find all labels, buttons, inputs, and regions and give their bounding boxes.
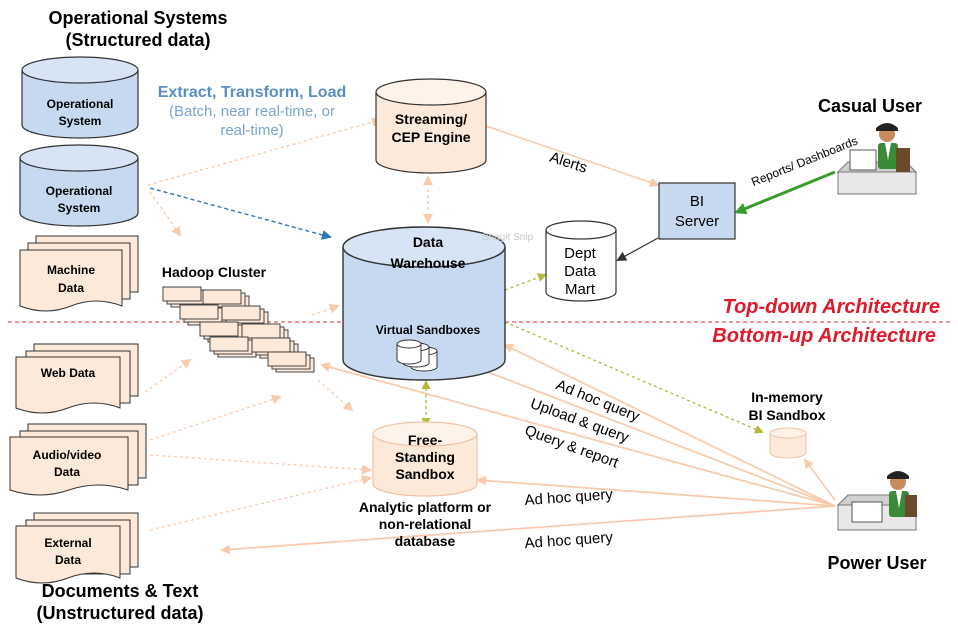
hadoop-node [221,305,269,327]
warehouse-title-line2: Warehouse [391,255,466,271]
etl-arrow-to-warehouse [149,187,332,240]
power-user-figure [836,471,918,531]
operational-system-1: Operational System [21,56,139,139]
unstructured-heading-line2: (Unstructured data) [36,603,203,623]
op1-label-line1: Operational [47,97,114,111]
adhoc-query-arrow-1 [434,350,836,507]
bi-server-line2: Server [675,213,719,230]
in-memory-sandbox-cylinder [769,427,807,459]
unstructured-heading-line1: Documents & Text [42,581,199,601]
virtual-sandboxes-label: Virtual Sandboxes [376,323,481,337]
etl-subtitle-line2: real-time) [220,122,283,139]
data-warehouse: Data Warehouse Virtual Sandboxes [342,226,506,381]
hadoop-cluster-label: Hadoop Cluster [162,264,267,280]
dept-mart-line2: Data [564,263,596,280]
free-sandbox-caption-line3: database [395,533,456,549]
upload-query-arrow [320,362,836,507]
warehouse-to-mart-arrow [504,273,547,291]
dept-mart-line1: Dept [564,245,597,262]
structured-heading-line2: (Structured data) [65,30,210,50]
arrows [144,117,836,555]
top-down-architecture-label: Top-down Architecture [723,296,940,318]
dept-data-mart: Dept Data Mart [545,220,617,302]
web-data-label: Web Data [41,366,96,380]
machine-data-stack: Machine Data [19,235,139,312]
op1-label-line2: System [59,114,102,128]
etl-arrow-to-streaming [147,117,382,186]
external-data-line1: External [44,536,91,550]
structured-heading-line1: Operational Systems [48,8,227,28]
free-sandbox-line3: Sandbox [395,466,454,482]
etl-subtitle-line1: (Batch, near real-time, or [169,103,335,120]
adhoc-query-label-2: Ad hoc query [524,486,614,509]
casual-user-figure [836,123,918,195]
watermark: Snagit Snip [482,232,534,243]
machine-data-line1: Machine [47,263,95,277]
machine-data-line2: Data [58,281,84,295]
bi-server-line1: BI [690,193,704,210]
query-report-arrow [503,344,836,507]
alerts-label: Alerts [548,149,590,177]
adhoc-query-label-3: Ad hoc query [524,529,614,552]
power-user-label: Power User [827,553,926,573]
adhoc-query-arrow-3 [220,505,836,555]
warehouse-title-line1: Data [413,234,444,250]
streaming-label-line2: CEP Engine [391,129,470,145]
web-data-stack: Web Data [15,343,139,414]
in-memory-line1: In-memory [751,389,823,405]
etl-arrow-to-hadoop [149,191,182,237]
external-data-stack: External Data [15,512,139,584]
op2-label-line1: Operational [46,184,113,198]
adhoc-query-arrow-2 [476,475,836,507]
in-memory-line2: BI Sandbox [748,407,825,423]
op2-label-line2: System [58,201,101,215]
reports-dashboards-arrow [734,170,836,215]
free-sandbox-line2: Standing [395,449,455,465]
power-to-inmemory-arrow [803,458,836,501]
bottom-up-architecture-label: Bottom-up Architecture [712,325,936,347]
bi-server: BI Server [658,182,736,240]
audio-data-line1: Audio/video [33,448,102,462]
audio-data-line2: Data [54,465,80,479]
hadoop-to-sandbox-arrow [317,379,354,412]
hadoop-node [179,304,227,326]
bi-to-mart-arrow [616,237,659,261]
hadoop-node [251,337,299,359]
operational-system-2: Operational System [19,144,139,227]
free-sandbox-caption-line1: Analytic platform or [359,499,492,515]
free-sandbox-line1: Free- [408,432,443,448]
audio-video-data-stack: Audio/video Data [9,423,147,496]
dept-mart-line3: Mart [565,281,596,298]
hadoop-node [267,351,315,373]
alerts-arrow [485,125,660,188]
hadoop-node [162,286,210,308]
streaming-cep-engine: Streaming/ CEP Engine [375,78,487,174]
free-standing-sandbox: Free- Standing Sandbox Analytic platform… [359,421,492,549]
hadoop-cluster [162,286,315,373]
casual-user-label: Casual User [818,96,922,116]
free-sandbox-caption-line2: non-relational [379,516,472,532]
warehouse-to-inmemory-arrow [504,321,764,434]
hadoop-node [209,336,257,358]
streaming-label-line1: Streaming/ [395,111,467,127]
hadoop-to-warehouse-arrow [311,303,340,316]
etl-title: Extract, Transform, Load [158,84,347,101]
virtual-sandbox-icon [396,339,438,372]
external-data-line2: Data [55,553,81,567]
